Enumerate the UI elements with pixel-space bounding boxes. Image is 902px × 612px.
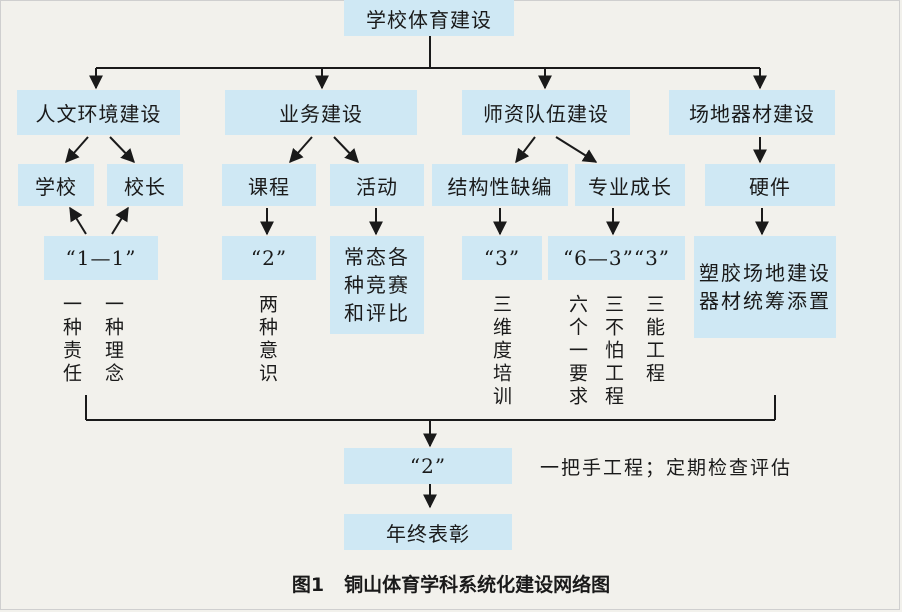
node-structural-shortage: 结构性缺编 <box>432 164 568 206</box>
note-one-idea: 一种理念 <box>102 294 124 386</box>
node-bottom-two: “2” <box>344 448 512 484</box>
activity-line-2: 种竞赛 <box>344 273 410 297</box>
node-one-one: “1—1” <box>44 236 158 280</box>
node-two: “2” <box>222 236 316 280</box>
activity-line-3: 和评比 <box>344 301 410 325</box>
node-business-construction: 业务建设 <box>225 90 417 135</box>
node-school: 学校 <box>18 164 94 206</box>
node-annual-award: 年终表彰 <box>344 514 512 550</box>
node-activity: 活动 <box>330 164 424 206</box>
node-venue-equipment: 场地器材建设 <box>669 90 835 135</box>
activity-line-1: 常态各 <box>344 245 410 269</box>
node-activity-detail: 常态各 种竞赛 和评比 <box>330 236 424 334</box>
hardware-line-2: 器材统筹添置 <box>699 289 831 313</box>
node-three: “3” <box>462 236 542 280</box>
figure-label: 图1 <box>291 574 325 596</box>
note-three-fearless-project: 三不怕工程 <box>602 294 624 409</box>
root-node: 学校体育建设 <box>344 0 514 36</box>
figure-caption: 图1 铜山体育学科系统化建设网络图 <box>0 570 902 597</box>
node-principal: 校长 <box>107 164 183 206</box>
node-hardware-detail: 塑胶场地建设 器材统筹添置 <box>694 236 836 338</box>
node-humanities-environment: 人文环境建设 <box>17 90 180 135</box>
node-six-three: “6—3”“3” <box>548 236 685 280</box>
node-curriculum: 课程 <box>222 164 316 206</box>
node-hardware: 硬件 <box>705 164 835 206</box>
note-three-dimension-training: 三维度培训 <box>490 294 512 409</box>
figure-title: 铜山体育学科系统化建设网络图 <box>344 574 611 596</box>
leader-project-note: 一把手工程；定期检查评估 <box>540 457 793 479</box>
note-three-ability-project: 三能工程 <box>643 294 665 386</box>
node-professional-growth: 专业成长 <box>575 164 685 206</box>
node-teacher-team: 师资队伍建设 <box>462 90 630 135</box>
note-two-awareness: 两种意识 <box>256 294 278 386</box>
hardware-line-1: 塑胶场地建设 <box>699 261 831 285</box>
note-one-responsibility: 一种责任 <box>60 294 82 386</box>
note-six-one-requirements: 六个一要求 <box>566 294 588 409</box>
